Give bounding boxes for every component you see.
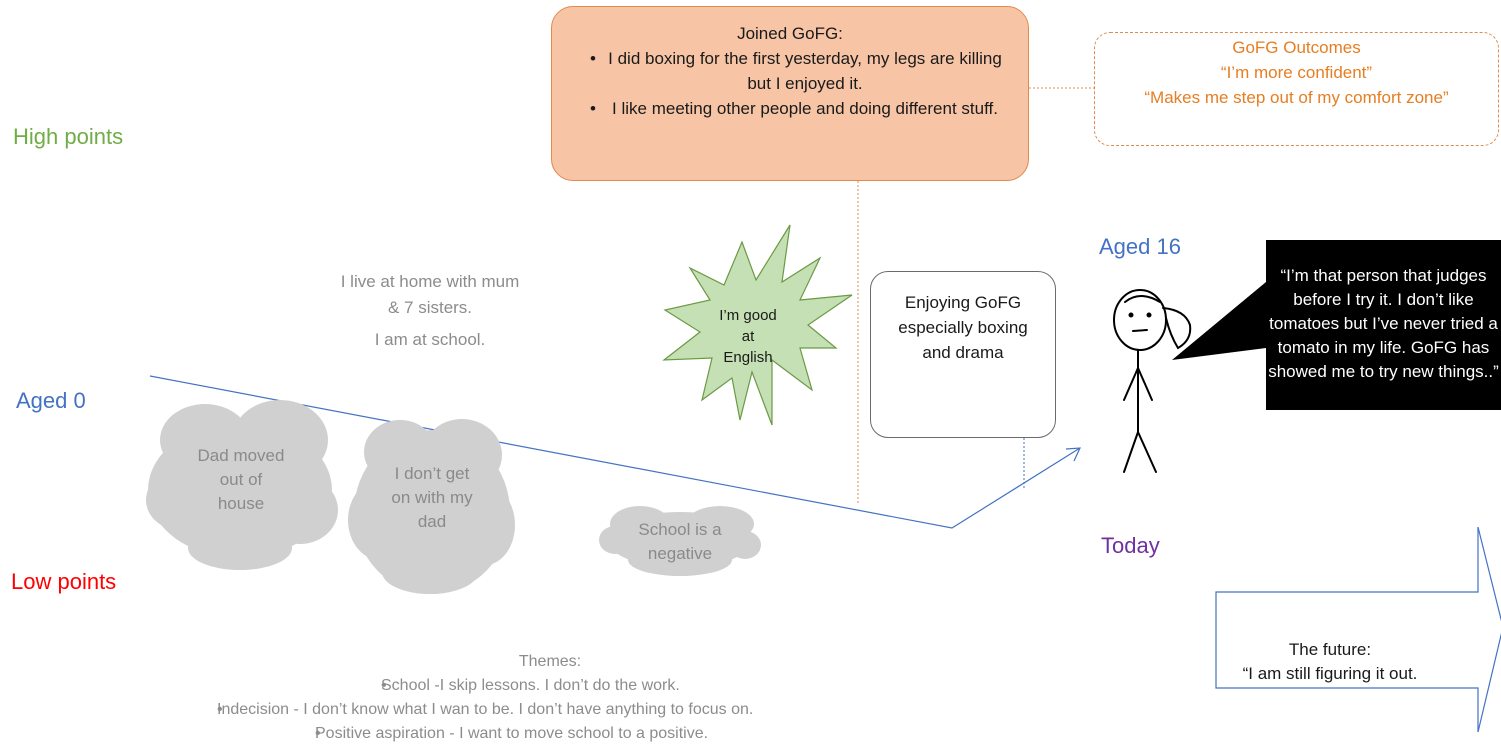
cloud-school-negative — [599, 506, 761, 576]
theme-item-text: Indecision - I don’t know what I wan to … — [217, 701, 754, 718]
cloud-dont-get-on-text: I don’t get on with my dad — [391, 464, 473, 531]
theme-item: Positive aspiration - I want to move sch… — [281, 722, 1015, 746]
themes-list: School -I skip lessons. I don’t do the w… — [0, 674, 1100, 746]
joined-gofg-box: Joined GoFG: I did boxing for the first … — [551, 6, 1029, 181]
cloud-dont-get-on — [348, 419, 515, 594]
speech-bubble-shape — [1172, 240, 1501, 410]
themes-block: Themes: School -I skip lessons. I don’t … — [0, 650, 1100, 746]
future-text: The future: “I am still figuring it out. — [1210, 638, 1450, 686]
cloud-dad-moved — [146, 400, 338, 570]
right-arrow-icon — [1215, 526, 1501, 733]
speech-bubble-text: “I’m that person that judges before I tr… — [1268, 266, 1499, 381]
theme-item-text: Positive aspiration - I want to move sch… — [315, 725, 709, 742]
aged-0-label: Aged 0 — [16, 388, 86, 413]
gofg-outcomes-box: GoFG Outcomes “I’m more confident” “Make… — [1094, 32, 1499, 146]
theme-item: School -I skip lessons. I don’t do the w… — [343, 674, 1081, 698]
themes-title: Themes: — [518, 653, 582, 670]
today-label: Today — [1101, 533, 1160, 558]
stick-figure-girl-icon — [1113, 289, 1192, 473]
joined-gofg-title: Joined GoFG: — [737, 24, 843, 43]
starburst-text: I’m good at English — [719, 307, 777, 366]
theme-item-text: School -I skip lessons. I don’t do the w… — [381, 677, 680, 694]
starburst-shape — [662, 224, 853, 426]
joined-bullet: I like meeting other people and doing di… — [570, 96, 1010, 121]
home-text: I live at home with mum & 7 sisters. I a… — [330, 269, 530, 353]
outcomes-quote: “I’m more confident” — [1220, 63, 1373, 82]
enjoying-gofg-box: Enjoying GoFG especially boxing and dram… — [870, 271, 1056, 438]
joined-bullet: I did boxing for the first yesterday, my… — [570, 46, 1010, 96]
joined-gofg-bullets: I did boxing for the first yesterday, my… — [570, 46, 1010, 121]
enjoying-gofg-text: Enjoying GoFG especially boxing and dram… — [898, 293, 1028, 362]
cloud-dad-moved-text: Dad moved out of house — [197, 446, 285, 513]
high-points-label: High points — [13, 124, 124, 149]
home-line-1: I live at home with mum & 7 sisters. — [340, 272, 520, 317]
aged-16-label: Aged 16 — [1099, 234, 1181, 259]
future-quote: “I am still figuring it out. — [1242, 664, 1418, 683]
cloud-school-negative-text: School is a negative — [638, 520, 722, 563]
future-title: The future: — [1288, 640, 1372, 659]
outcomes-title: GoFG Outcomes — [1232, 38, 1361, 57]
outcomes-quote: “Makes me step out of my comfort zone” — [1144, 88, 1449, 107]
low-points-label: Low points — [11, 569, 117, 594]
life-line-arrowhead — [1065, 447, 1081, 462]
home-line-2: I am at school. — [374, 330, 486, 349]
theme-item: Indecision - I don’t know what I wan to … — [181, 698, 1117, 722]
